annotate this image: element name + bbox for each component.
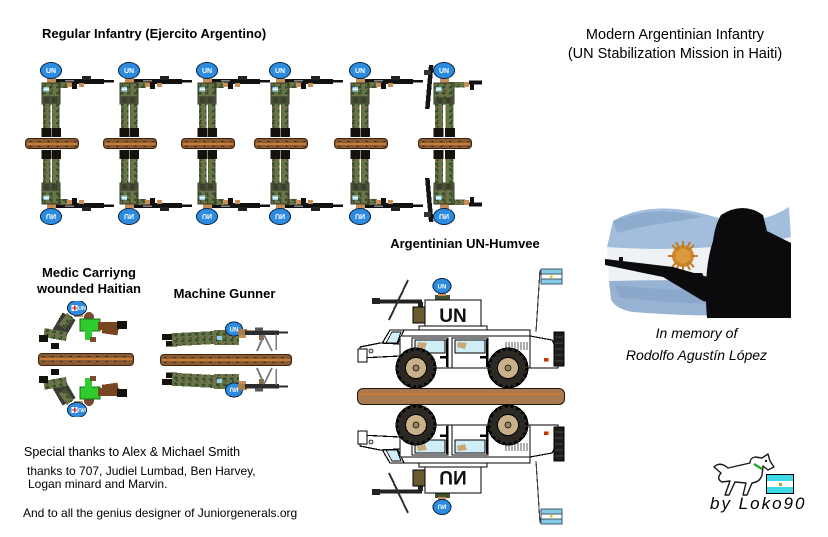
memorial-line2: Rodolfo Agustín López — [625, 347, 768, 363]
infantry-figure-6-pistol — [414, 62, 514, 226]
figure-base — [181, 138, 235, 149]
credits-line-2: thanks to 707, Judiel Lumbad, Ben Harvey… — [27, 464, 256, 478]
figure-base — [254, 138, 308, 149]
infantry-figure-4 — [250, 62, 350, 226]
memorial-caption: In memory of Rodolfo Agustín López — [594, 322, 799, 366]
infantry-figure-1 — [21, 62, 121, 226]
infantry-figure-5 — [330, 62, 430, 226]
medic-sprite-mirrored — [38, 365, 132, 417]
figure-base — [334, 138, 388, 149]
soldier-sprite-mirrored — [414, 149, 514, 225]
soldier-silhouette — [605, 208, 791, 318]
medic-figure — [38, 301, 134, 417]
figure-base — [418, 138, 472, 149]
dog-icon — [713, 453, 775, 496]
figure-base — [25, 138, 79, 149]
page-title: Modern Argentinian Infantry (UN Stabiliz… — [525, 26, 825, 64]
medic-title-line2: wounded Haitian — [37, 281, 141, 296]
memorial-line1: In memory of — [655, 325, 738, 341]
medic-title-line1: Medic Carriyng — [42, 265, 136, 280]
regular-infantry-title: Regular Infantry (Ejercito Argentino) — [42, 26, 267, 41]
infantry-figure-3 — [177, 62, 277, 226]
credits-line-1: Special thanks to Alex & Michael Smith — [24, 445, 241, 459]
machine-gunner-sprite-mirrored — [160, 365, 290, 398]
machine-gunner-title: Machine Gunner — [173, 286, 276, 301]
machine-gunner-figure — [160, 321, 292, 399]
credits-line-4: And to all the genius designer of Junior… — [23, 506, 298, 520]
infantry-figure-2 — [99, 62, 199, 226]
flag-sun — [668, 241, 698, 271]
humvee-figure — [356, 262, 566, 534]
machine-gunner-sprite — [160, 321, 290, 354]
figure-base — [103, 138, 157, 149]
figure-base — [38, 353, 134, 366]
humvee-title: Argentinian UN-Humvee — [390, 236, 540, 251]
page-title-line2: (UN Stabilization Mission in Haiti) — [567, 46, 783, 62]
argentina-flag-icon — [766, 474, 794, 494]
vehicle-base — [357, 388, 565, 405]
dog-collar — [753, 462, 763, 471]
humvee-sprite — [356, 262, 566, 389]
humvee-sprite-mirrored — [356, 404, 566, 531]
figure-base — [160, 354, 292, 366]
soldier-sprite — [414, 62, 514, 138]
medic-sprite — [38, 301, 132, 353]
memorial-photo — [605, 207, 791, 318]
page-title-line1: Modern Argentinian Infantry — [585, 27, 765, 43]
medic-title: Medic Carriyng wounded Haitian — [15, 265, 163, 297]
credits-line-3: Logan minard and Marvin. — [28, 477, 168, 491]
artist-byline: by Loko90 — [710, 494, 807, 513]
